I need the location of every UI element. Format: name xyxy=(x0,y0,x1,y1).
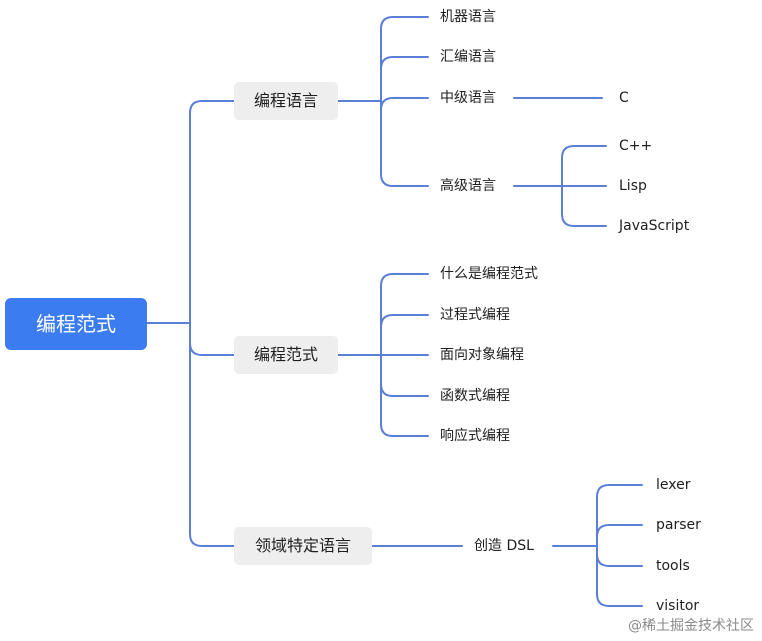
node-reactive-programming[interactable]: 响应式编程 xyxy=(440,428,510,444)
node-functional-programming[interactable]: 函数式编程 xyxy=(440,388,510,404)
node-javascript[interactable]: JavaScript xyxy=(619,218,690,234)
branch-dsl[interactable]: 领域特定语言 xyxy=(234,527,372,565)
languages-connector-branch-0 xyxy=(380,16,429,102)
languages-connector-branch-2 xyxy=(380,97,429,111)
paradigms-connector-branch-1 xyxy=(380,314,429,356)
paradigms-connector-branch-3 xyxy=(380,354,429,397)
node-what-is-paradigm[interactable]: 什么是编程范式 xyxy=(440,266,538,282)
high-level-connector-branch-2 xyxy=(561,185,607,227)
node-visitor[interactable]: visitor xyxy=(656,598,700,614)
create-dsl-connector-branch-0 xyxy=(596,484,643,547)
node-lisp[interactable]: Lisp xyxy=(619,178,647,194)
root-connector-branch-2 xyxy=(189,322,235,547)
create-dsl-connector-branch-3 xyxy=(596,545,643,607)
node-machine-language[interactable]: 机器语言 xyxy=(440,9,496,25)
branch-programming-paradigms[interactable]: 编程范式 xyxy=(234,336,338,374)
languages-connector-branch-3 xyxy=(380,100,429,187)
languages-connector-branch-1 xyxy=(380,56,429,102)
root-node[interactable]: 编程范式 xyxy=(5,298,147,350)
node-tools[interactable]: tools xyxy=(656,558,690,574)
create-dsl-connector-branch-2 xyxy=(596,545,643,567)
node-high-level-language[interactable]: 高级语言 xyxy=(440,178,496,194)
node-mid-level-language[interactable]: 中级语言 xyxy=(440,90,496,106)
node-oop[interactable]: 面向对象编程 xyxy=(440,347,524,363)
paradigms-connector-branch-4 xyxy=(380,354,429,437)
node-c[interactable]: C xyxy=(619,90,629,106)
root-connector-branch-1 xyxy=(189,322,235,356)
branch-programming-languages[interactable]: 编程语言 xyxy=(234,82,338,120)
create-dsl-connector-branch-1 xyxy=(596,524,643,547)
node-procedural-programming[interactable]: 过程式编程 xyxy=(440,307,510,323)
high-level-connector-branch-0 xyxy=(561,145,607,187)
node-cpp[interactable]: C++ xyxy=(619,138,653,154)
node-create-dsl[interactable]: 创造 DSL xyxy=(474,538,534,554)
node-lexer[interactable]: lexer xyxy=(656,477,691,493)
watermark: @稀土掘金技术社区 xyxy=(628,615,754,635)
paradigms-connector-branch-0 xyxy=(380,273,429,356)
node-assembly-language[interactable]: 汇编语言 xyxy=(440,49,496,65)
root-connector-branch-0 xyxy=(189,100,235,324)
node-parser[interactable]: parser xyxy=(656,517,701,533)
